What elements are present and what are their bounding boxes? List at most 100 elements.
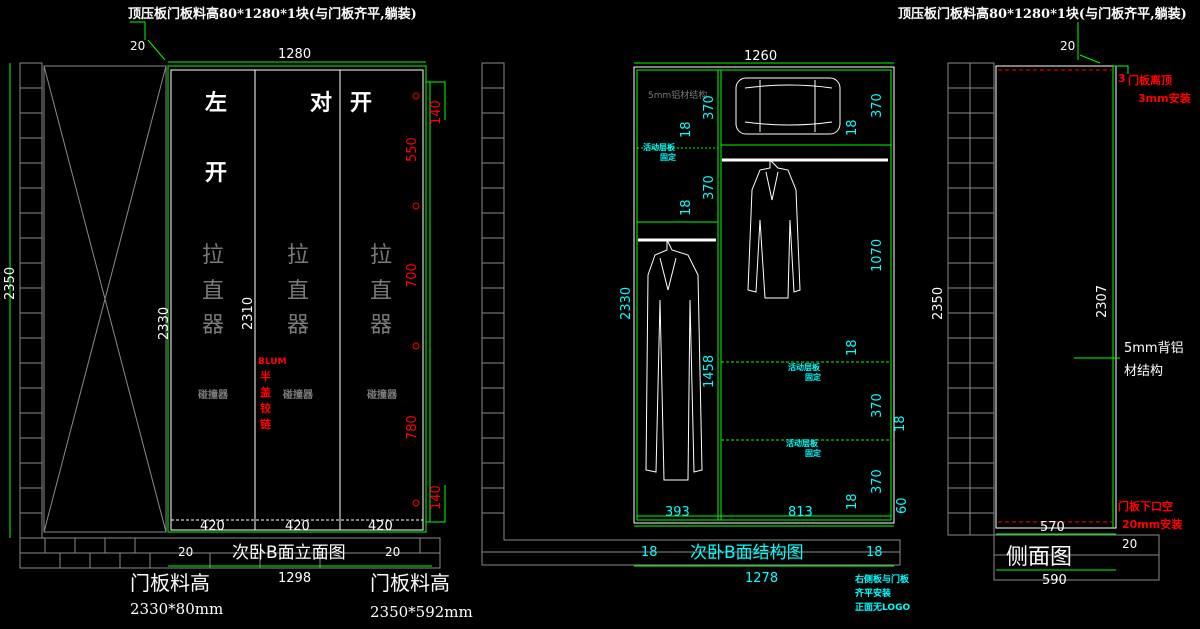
svg-text:固定: 固定	[805, 372, 821, 382]
svg-text:370: 370	[870, 393, 885, 418]
front-gap-bottom-right: 20	[385, 545, 400, 559]
svg-text:右侧板与门板: 右侧板与门板	[854, 573, 910, 585]
front-gap-top: 20	[130, 39, 145, 53]
svg-text:1070: 1070	[870, 239, 885, 272]
door-width-3: 420	[368, 519, 393, 534]
door-material-1-size: 2330*80mm	[130, 600, 223, 618]
wall-structure-bricks	[482, 87, 900, 553]
svg-text:18: 18	[845, 493, 860, 510]
svg-text:BLUM: BLUM	[258, 357, 287, 367]
svg-text:固定: 固定	[660, 152, 676, 162]
front-gap-bottom-left: 20	[178, 545, 193, 559]
svg-text:固定: 固定	[805, 448, 821, 458]
front-elevation-view: 顶压板门板料高80*1280*1块(与门板齐平,躺装) 20 1280 2350…	[3, 6, 473, 621]
front-total-width: 1280	[278, 47, 311, 62]
svg-text:直: 直	[287, 279, 309, 304]
side-view-title: 侧面图	[1006, 545, 1072, 570]
struct-bottom-width-2: 813	[788, 505, 813, 520]
wall-side-bricks	[948, 63, 994, 535]
struct-view-title: 次卧B面结构图	[690, 543, 804, 563]
svg-text:140: 140	[429, 485, 444, 510]
structure-view: 1260 5mm铝材结构 2330 370 18 370 18 1458 活动层…	[481, 49, 910, 613]
struct-side-dim-2: 18	[866, 545, 883, 560]
svg-text:正面无LOGO: 正面无LOGO	[855, 602, 910, 613]
svg-text:370: 370	[870, 93, 885, 118]
svg-text:拉: 拉	[370, 243, 392, 268]
panel-cross-2	[43, 65, 167, 533]
struct-right-dims: 370 18 1070 18 370 18 370 18 60	[845, 93, 910, 514]
svg-text:18: 18	[845, 339, 860, 356]
svg-text:18: 18	[679, 199, 694, 216]
svg-text:3mm安装: 3mm安装	[1138, 91, 1191, 105]
side-back-panel: 5mm背铝 材结构	[1124, 341, 1184, 379]
pull-label-2: 拉 直 器	[287, 243, 309, 338]
side-door-bottom-note: 门板下口空 20mm安装	[1118, 499, 1182, 531]
svg-text:门板下口空: 门板下口空	[1118, 499, 1173, 513]
wall-left	[19, 62, 43, 539]
svg-text:活动层板: 活动层板	[643, 142, 676, 152]
struct-shelf-label-2: 活动层板 固定	[786, 438, 821, 458]
front-total-height: 2350	[3, 267, 18, 300]
svg-text:器: 器	[370, 313, 392, 338]
side-door-top-note: 3 门板离顶 3mm安装	[1118, 72, 1191, 105]
svg-text:60: 60	[895, 497, 910, 514]
side-panel	[995, 65, 1117, 529]
side-total-height: 2350	[931, 287, 946, 320]
coat-right	[747, 158, 801, 299]
svg-text:材结构: 材结构	[1124, 364, 1163, 379]
storage-bag	[735, 77, 841, 135]
side-inner-height: 2307	[1095, 285, 1110, 318]
bumper-label-1: 碰撞器	[198, 388, 229, 401]
door-width-2: 420	[285, 519, 310, 534]
struct-left-shelf: 活动层板 固定	[643, 142, 676, 162]
door-material-2-size: 2350*592mm	[370, 603, 473, 621]
svg-text:盖: 盖	[260, 385, 271, 399]
svg-text:370: 370	[702, 95, 717, 120]
struct-note: 右侧板与门板 齐平安装 正面无LOGO	[854, 573, 910, 613]
side-depth-total: 590	[1042, 573, 1067, 588]
svg-text:齐平安装: 齐平安装	[855, 587, 892, 599]
side-gap-top: 20	[1060, 39, 1075, 53]
struct-left-dims: 370 18 370 18 1458	[679, 95, 717, 388]
note-leader	[130, 21, 146, 40]
svg-text:拉: 拉	[287, 243, 309, 268]
svg-text:器: 器	[287, 313, 309, 338]
door-char-left-2: 开	[205, 161, 227, 186]
floor-side	[993, 534, 1160, 581]
svg-text:370: 370	[870, 469, 885, 494]
aluminum-label: 5mm铝材结构	[648, 89, 707, 101]
svg-text:链: 链	[260, 417, 272, 431]
hinge-dims: 140 550 700 780 140	[405, 100, 444, 510]
pull-label-3: 拉 直 器	[370, 243, 392, 338]
svg-text:370: 370	[702, 175, 717, 200]
svg-text:550: 550	[405, 137, 420, 162]
wall-structure	[481, 62, 901, 566]
coat-left	[645, 239, 703, 481]
hinge-markers	[412, 92, 420, 507]
front-view-title: 次卧B面立面图	[232, 543, 346, 563]
door-char-right-1: 对	[310, 91, 332, 116]
cabinet-outline	[633, 66, 895, 524]
wall-side	[947, 62, 995, 536]
svg-text:活动层板: 活动层板	[788, 362, 821, 372]
svg-text:20mm安装: 20mm安装	[1122, 517, 1182, 531]
left-side-panel	[43, 65, 167, 533]
door-material-1-title: 门板料高	[130, 571, 210, 595]
svg-text:18: 18	[845, 119, 860, 136]
svg-text:直: 直	[370, 279, 392, 304]
door-char-right-2: 开	[350, 91, 372, 116]
side-view: 顶压板门板料高80*1280*1块(与门板齐平,躺装) 20 3 门板离顶 3m…	[898, 6, 1191, 588]
door-inner	[170, 69, 424, 531]
front-door-height-inner: 2310	[241, 297, 256, 330]
floor-front-bricks	[20, 538, 440, 568]
door-width-1: 420	[200, 519, 225, 534]
svg-text:铰: 铰	[260, 401, 271, 415]
svg-text:700: 700	[405, 263, 420, 288]
svg-text:器: 器	[202, 313, 224, 338]
svg-text:18: 18	[893, 415, 908, 432]
struct-bottom-width-1: 393	[665, 505, 690, 520]
struct-total-height: 2330	[619, 287, 634, 320]
svg-text:780: 780	[405, 415, 420, 440]
svg-text:140: 140	[429, 100, 444, 125]
